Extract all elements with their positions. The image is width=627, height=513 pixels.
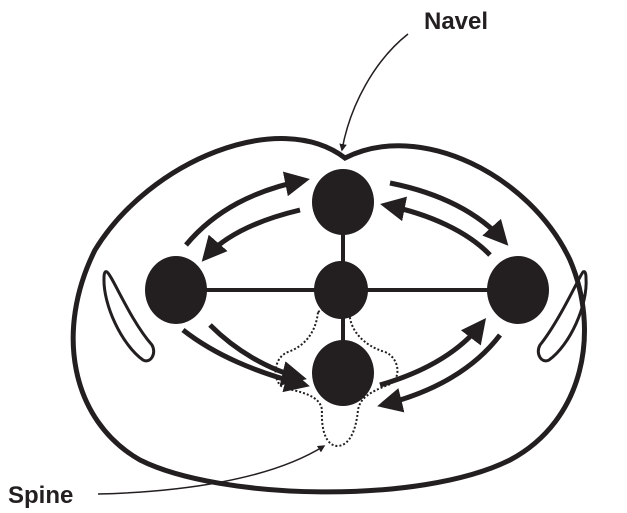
arrow-right-to-top-inner	[380, 196, 492, 257]
navel-leader-line	[339, 33, 409, 152]
left-side-organ	[102, 270, 156, 363]
arrow-top-to-right-outer	[389, 180, 509, 246]
right-node	[487, 256, 549, 324]
spine-leader-line	[97, 445, 326, 495]
spine-label: Spine	[8, 482, 74, 509]
navel-label: Navel	[424, 8, 489, 35]
arrow-bottom-to-right-inner	[379, 318, 487, 388]
center-node	[314, 261, 368, 319]
left-node	[145, 256, 207, 324]
arrow-left-to-top-outer	[184, 171, 310, 247]
right-side-organ	[536, 270, 588, 363]
arrow-top-to-left-inner	[201, 207, 301, 262]
arrow-bottom-to-left-outer	[181, 328, 310, 393]
body-outline	[70, 136, 587, 495]
arrow-left-to-bottom-inner	[208, 323, 307, 386]
bottom-node	[312, 340, 374, 406]
arrow-right-to-bottom-outer	[377, 333, 502, 413]
top-node	[312, 169, 374, 235]
